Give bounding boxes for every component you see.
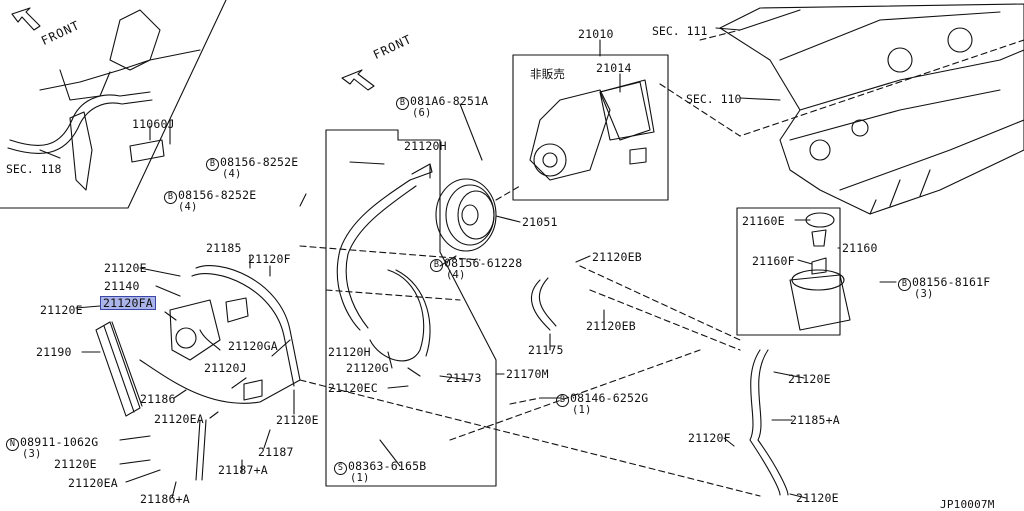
part-label-21186-plus-A[interactable]: 21186+A bbox=[140, 492, 190, 506]
engine-block bbox=[719, 3, 1024, 215]
bolt-marker-icon: B bbox=[206, 158, 219, 171]
part-label-21120F-top[interactable]: 21120F bbox=[248, 252, 291, 266]
part-label-21140[interactable]: 21140 bbox=[104, 279, 140, 293]
part-label-21014[interactable]: 21014 bbox=[596, 61, 632, 75]
part-label-21120E-d[interactable]: 21120E bbox=[276, 413, 319, 427]
part-label-21175[interactable]: 21175 bbox=[528, 343, 564, 357]
section-ref-118[interactable]: SEC. 118 bbox=[6, 162, 62, 176]
bolt-marker-icon: B bbox=[430, 259, 443, 272]
part-label-21120H-top[interactable]: 21120H bbox=[404, 139, 447, 153]
part-label-21120FA-highlighted[interactable]: 21120FA bbox=[100, 296, 156, 310]
screw-qty-08363-6165B: (1) bbox=[350, 472, 370, 484]
part-label-21160F[interactable]: 21160F bbox=[752, 254, 795, 268]
reservoir bbox=[789, 212, 851, 331]
part-label-21120E-f[interactable]: 21120E bbox=[796, 491, 839, 505]
oil-cooler bbox=[95, 321, 143, 417]
part-label-21120EA-b[interactable]: 21120EA bbox=[68, 476, 118, 490]
part-label-21120F-bottom[interactable]: 21120F bbox=[688, 431, 731, 445]
part-label-21120GA[interactable]: 21120GA bbox=[228, 339, 278, 353]
bolt-qty-08156-61228: (4) bbox=[446, 269, 466, 281]
part-label-21170M[interactable]: 21170M bbox=[506, 367, 549, 381]
part-label-21160[interactable]: 21160 bbox=[842, 241, 878, 255]
bolt-qty-08156-8161F: (3) bbox=[914, 288, 934, 300]
bolt-marker-icon: B bbox=[898, 278, 911, 291]
lower-hoses bbox=[139, 265, 789, 496]
front-arrow-main bbox=[341, 69, 375, 91]
part-label-21185[interactable]: 21185 bbox=[206, 241, 242, 255]
reservoir-frame bbox=[736, 207, 841, 336]
part-label-21120EA-a[interactable]: 21120EA bbox=[154, 412, 204, 426]
part-label-21160E[interactable]: 21160E bbox=[742, 214, 785, 228]
part-label-21190[interactable]: 21190 bbox=[36, 345, 72, 359]
part-label-21187-plus-A[interactable]: 21187+A bbox=[218, 463, 268, 477]
hoses bbox=[336, 163, 433, 362]
dashed-leaders bbox=[299, 29, 1024, 497]
part-label-21120G[interactable]: 21120G bbox=[346, 361, 389, 375]
inset-frame bbox=[0, 0, 227, 209]
part-label-11060J[interactable]: 11060J bbox=[132, 117, 175, 131]
section-ref-110[interactable]: SEC. 110 bbox=[686, 92, 742, 106]
pump-assembly-frame bbox=[512, 54, 669, 201]
inset-parts bbox=[7, 9, 201, 191]
not-sold-label: 非販売 bbox=[530, 67, 566, 81]
bolt-marker-icon: B bbox=[556, 394, 569, 407]
section-ref-111[interactable]: SEC. 111 bbox=[652, 24, 708, 38]
part-label-21120EB-top[interactable]: 21120EB bbox=[592, 250, 642, 264]
part-label-21120E-c[interactable]: 21120E bbox=[788, 372, 831, 386]
part-label-21010[interactable]: 21010 bbox=[578, 27, 614, 41]
part-label-21186[interactable]: 21186 bbox=[140, 392, 176, 406]
bolt-qty-08146-6252G: (1) bbox=[572, 404, 592, 416]
part-label-21185-plus-A[interactable]: 21185+A bbox=[790, 413, 840, 427]
pulley bbox=[435, 178, 497, 252]
part-label-21120E-e[interactable]: 21120E bbox=[54, 457, 97, 471]
nut-qty-08911-1062G: (3) bbox=[22, 448, 42, 460]
bolt-qty-08156-8252E-upper: (4) bbox=[222, 168, 242, 180]
water-pump bbox=[529, 81, 651, 181]
bolt-marker-icon: B bbox=[396, 97, 409, 110]
part-label-21120EC[interactable]: 21120EC bbox=[328, 381, 378, 395]
part-label-21173[interactable]: 21173 bbox=[446, 371, 482, 385]
gasket bbox=[599, 79, 655, 141]
part-label-21120E-a[interactable]: 21120E bbox=[104, 261, 147, 275]
diagram-code: JP10007M bbox=[940, 498, 995, 511]
nut-marker-icon: N bbox=[6, 438, 19, 451]
part-label-21187[interactable]: 21187 bbox=[258, 445, 294, 459]
bolt-qty-08156-8252E-lower: (4) bbox=[178, 201, 198, 213]
screw-marker-icon: S bbox=[334, 462, 347, 475]
part-label-21120E-b[interactable]: 21120E bbox=[40, 303, 83, 317]
bolt-marker-icon: B bbox=[164, 191, 177, 204]
part-label-21120EB-right[interactable]: 21120EB bbox=[586, 319, 636, 333]
part-label-21120H-mid[interactable]: 21120H bbox=[328, 345, 371, 359]
front-arrow-inset bbox=[11, 7, 41, 31]
bolt-qty-081A6: (6) bbox=[412, 107, 432, 119]
power-steering-pump bbox=[169, 297, 263, 401]
part-label-21051[interactable]: 21051 bbox=[522, 215, 558, 229]
hose-assembly-frame bbox=[325, 129, 497, 487]
part-label-21120J[interactable]: 21120J bbox=[204, 361, 247, 375]
